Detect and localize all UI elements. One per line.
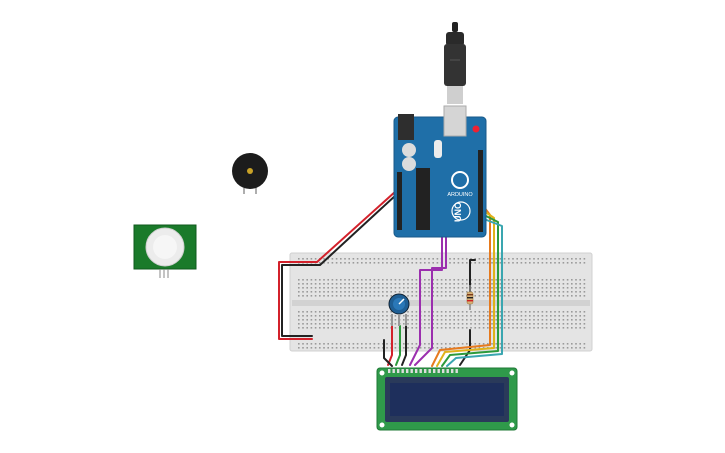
breadboard[interactable]	[289, 252, 593, 352]
lcd-display[interactable]	[376, 367, 518, 431]
arduino-model-label: UNO	[453, 202, 463, 222]
breadboard-holes	[298, 258, 586, 349]
usb-cable-icon	[444, 22, 466, 104]
arduino-brand-text: ARDUINO	[447, 192, 473, 198]
resistor[interactable]	[466, 285, 474, 310]
arduino-board[interactable]: ARDUINO UNO	[393, 105, 487, 238]
piezo-buzzer-icon[interactable]	[232, 153, 268, 194]
wires	[278, 177, 503, 367]
lcd-pin-header	[388, 369, 458, 373]
pir-motion-sensor-icon[interactable]	[133, 224, 197, 278]
potentiometer[interactable]	[388, 293, 410, 326]
